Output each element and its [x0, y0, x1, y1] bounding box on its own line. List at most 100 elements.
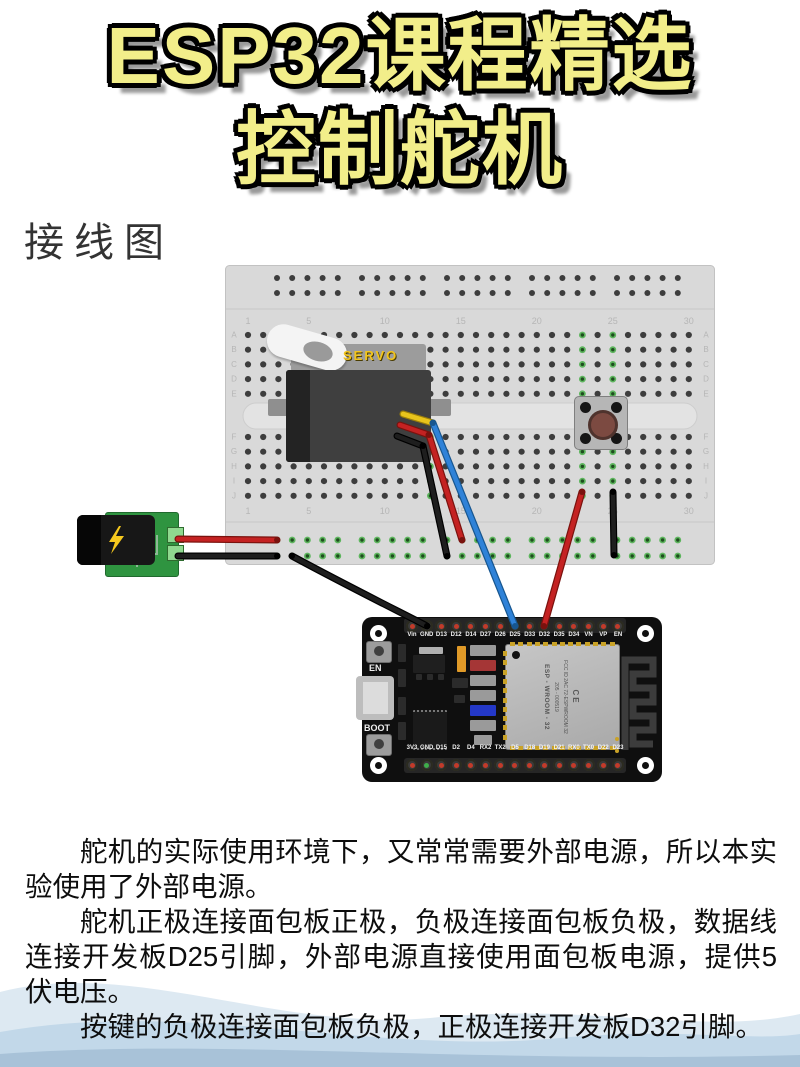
rail-to-gnd-wire	[289, 553, 430, 629]
esp32-pin-label: D26	[494, 632, 506, 638]
svg-text:5: 5	[306, 316, 311, 326]
svg-text:A: A	[231, 331, 237, 340]
esp32-pin-label: D23	[612, 745, 624, 751]
esp32-pin-d19	[538, 759, 551, 771]
esp32-pin-vin	[406, 620, 418, 632]
esp32-pin-label: D35	[553, 632, 565, 638]
esp32-pin-label: RX0	[568, 745, 580, 751]
svg-text:5: 5	[306, 506, 311, 516]
footer-wave	[0, 982, 800, 1067]
esp32-pin-label: D22	[597, 745, 609, 751]
lightning-bolt-icon	[109, 526, 124, 554]
esp32-pin-label: 3V3	[406, 745, 418, 751]
svg-text:25: 25	[608, 316, 618, 326]
svg-text:H: H	[231, 462, 237, 471]
ce-mark: CE	[571, 689, 581, 705]
esp32-pin-label: D33	[524, 632, 536, 638]
svg-text:G: G	[231, 447, 237, 456]
svg-text:20: 20	[532, 506, 542, 516]
esp32-pin-label: GND	[420, 632, 434, 638]
esp32-pin-d18	[523, 759, 536, 771]
esp32-pin-d33	[523, 620, 536, 632]
svg-text:H: H	[703, 462, 709, 471]
module-name-text: ESP - WROOM - 32	[543, 663, 551, 731]
esp32-pin-label: TX2	[494, 745, 506, 751]
esp32-pin-label: D12	[450, 632, 462, 638]
module-fcc-text: FCC ID 2AC 72-ESPWROOM 32	[562, 660, 569, 734]
voltage-regulator	[419, 647, 443, 654]
esp32-pin-vp	[597, 620, 610, 632]
svg-text:J: J	[232, 491, 236, 500]
esp32-pin-label: D34	[568, 632, 580, 638]
en-button-label: EN	[369, 663, 382, 673]
svg-text:A: A	[703, 331, 709, 340]
rail-to-gnd-wire-outline	[288, 552, 431, 630]
esp32-pin-vn	[582, 620, 595, 632]
esp32-pin-label: GND	[420, 745, 434, 751]
esp32-pin-gnd	[420, 759, 433, 771]
esp32-pin-label: D32	[538, 632, 550, 638]
servo-label: SERVO	[343, 348, 399, 363]
svg-text:I: I	[705, 477, 707, 486]
esp32-pin-d5	[508, 759, 521, 771]
esp32-pin-label: D25	[509, 632, 521, 638]
esp32-pin-label: D5	[511, 745, 519, 751]
boot-button-label: BOOT	[364, 723, 390, 733]
esp32-pin-d15	[435, 759, 448, 771]
svg-text:B: B	[231, 345, 236, 354]
svg-text:E: E	[231, 389, 236, 398]
svg-text:I: I	[233, 477, 235, 486]
psu-terminal	[167, 527, 184, 543]
esp-wroom-32-module: CE FCC ID 2AC 72-ESPWROOM 32 205 - 00051…	[503, 642, 620, 750]
en-button	[366, 641, 392, 663]
psu-terminal	[167, 545, 184, 561]
svg-text:10: 10	[380, 506, 390, 516]
esp32-pin-gnd	[420, 620, 433, 632]
esp32-pin-d27	[479, 620, 492, 632]
svg-text:E: E	[703, 389, 708, 398]
svg-text:F: F	[704, 433, 709, 442]
paragraph: 舵机的实际使用环境下，又常常需要外部电源，所以本实验使用了外部电源。	[25, 836, 777, 902]
usb-uart-chip	[413, 710, 447, 750]
esp32-pin-d4	[464, 759, 477, 771]
svg-text:30: 30	[684, 506, 694, 516]
esp32-pin-label: D21	[553, 745, 565, 751]
esp32-pin-label: VP	[599, 632, 608, 638]
paragraph: 按键的负极连接面包板负极，正极连接开发板D32引脚。	[80, 1011, 763, 1042]
esp32-pin-label: D2	[452, 745, 460, 751]
esp32-pin-label: D27	[480, 632, 492, 638]
esp32-pin-d21	[553, 759, 566, 771]
svg-text:1: 1	[245, 316, 250, 326]
svg-text:J: J	[704, 491, 708, 500]
svg-text:B: B	[703, 345, 708, 354]
esp32-pin-label: EN	[613, 632, 623, 638]
micro-usb-port	[356, 676, 394, 720]
svg-text:25: 25	[608, 506, 618, 516]
esp32-pin-d34	[567, 620, 580, 632]
esp32-pin-d23	[611, 759, 624, 771]
esp32-pin-label: TX0	[583, 745, 595, 751]
svg-text:15: 15	[456, 316, 466, 326]
esp32-pin-label: D13	[435, 632, 447, 638]
boot-button	[366, 734, 392, 756]
svg-text:1: 1	[245, 506, 250, 516]
esp32-pin-3v3	[406, 759, 418, 771]
esp32-pin-label: D18	[524, 745, 536, 751]
esp32-pin-tx2	[494, 759, 507, 771]
wiring-diagram-label: 接线图	[24, 221, 174, 265]
esp32-pin-label: D14	[465, 632, 477, 638]
esp32-dev-board: EN BOOT CE FCC ID 2AC 72-ESPWROOM 32	[356, 617, 662, 782]
external-power-supply	[75, 510, 185, 578]
module-serial-text: 205 - 000519	[553, 682, 560, 712]
esp32-pin-tx0	[582, 759, 595, 771]
svg-text:20: 20	[532, 316, 542, 326]
svg-text:D: D	[231, 375, 237, 384]
esp32-pin-label: VN	[584, 632, 593, 638]
esp32-pin-en	[611, 620, 624, 632]
svg-text:C: C	[231, 360, 237, 369]
page-title: ESP32课程精选	[106, 11, 694, 100]
svg-text:C: C	[703, 360, 709, 369]
esp32-pin-label: D19	[538, 745, 550, 751]
esp32-pin-d22	[597, 759, 610, 771]
svg-text:F: F	[232, 433, 237, 442]
